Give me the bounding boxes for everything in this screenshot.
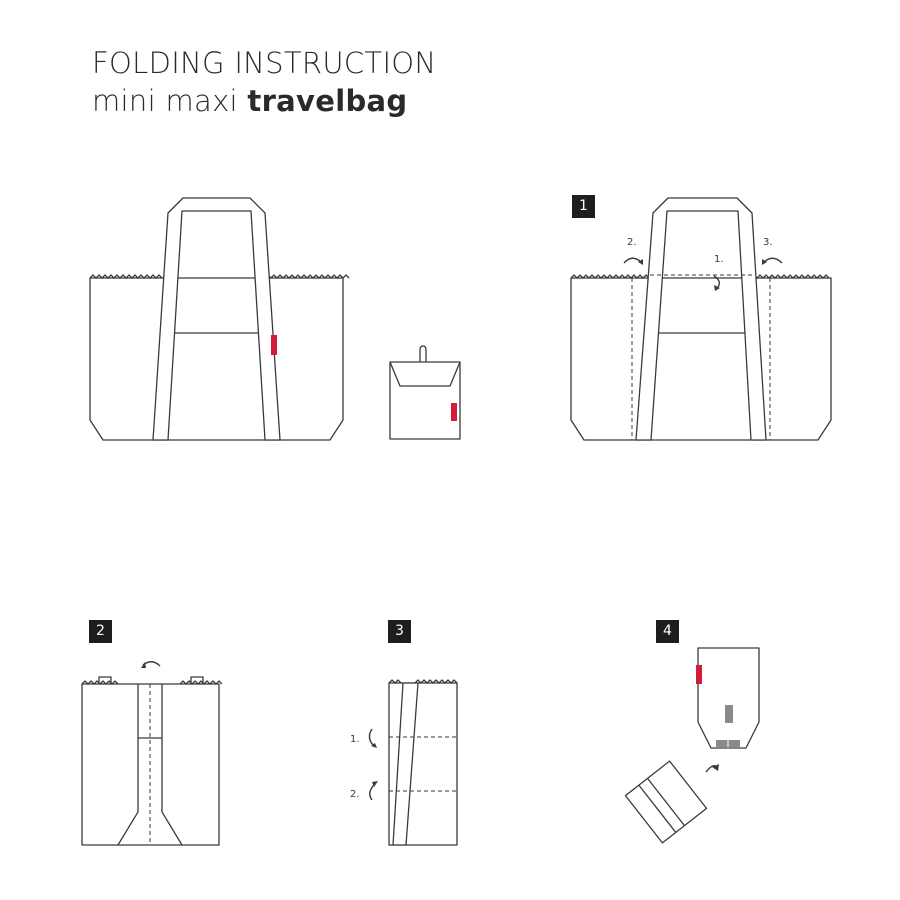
step-1-badge: 1 xyxy=(572,195,595,218)
step-3-badge: 3 xyxy=(388,620,411,643)
step4-pouch xyxy=(697,647,760,749)
pouch-brand-tag xyxy=(451,403,457,421)
title-line-2-regular: mini maxi xyxy=(92,84,248,118)
step-3-illustration: 1. 2. xyxy=(350,679,458,846)
step1-label-1: 1. xyxy=(714,254,724,265)
pouch-body xyxy=(389,361,461,440)
page-title: FOLDING INSTRUCTION mini maxi travelbag xyxy=(92,44,436,120)
brand-tag xyxy=(271,335,277,355)
title-line-1: FOLDING INSTRUCTION xyxy=(92,46,437,80)
step-1-illustration: 2. 1. 3. xyxy=(570,197,832,441)
step1-arrow-2 xyxy=(623,257,642,264)
step3-label-2: 2. xyxy=(350,789,360,800)
bag-body xyxy=(89,277,344,441)
title-line-2: mini maxi travelbag xyxy=(92,82,436,120)
packed-pouch-illustration xyxy=(389,345,461,440)
step3-arrow-2 xyxy=(369,782,377,801)
step-4-illustration xyxy=(624,647,760,844)
step-2-illustration xyxy=(81,661,223,846)
step3-zigzag xyxy=(388,679,458,684)
bag-handle xyxy=(152,197,281,441)
bag-zigzag-top xyxy=(89,274,350,279)
step1-label-2: 2. xyxy=(627,237,637,248)
title-line-2-bold: travelbag xyxy=(247,84,408,118)
step2-handle-left xyxy=(117,684,139,846)
bag-unfolded-illustration xyxy=(89,197,350,441)
step2-handle-right xyxy=(161,684,183,846)
step-2-badge: 2 xyxy=(89,620,112,643)
step3-arrow-1 xyxy=(368,728,375,747)
pouch-flap xyxy=(389,361,461,387)
step1-zigzag xyxy=(570,274,830,279)
step1-arrow-3 xyxy=(763,257,783,264)
step2-zigzag xyxy=(81,680,223,685)
step1-label-3: 3. xyxy=(763,237,773,248)
step1-bag-body xyxy=(570,277,832,441)
pouch-loop xyxy=(419,345,427,362)
step4-strap xyxy=(725,705,733,723)
step4-brand-tag xyxy=(696,665,702,684)
step-4-badge: 4 xyxy=(656,620,679,643)
step3-label-1: 1. xyxy=(350,734,360,745)
step4-folded-bundle xyxy=(624,760,708,844)
step1-handle xyxy=(635,197,767,441)
